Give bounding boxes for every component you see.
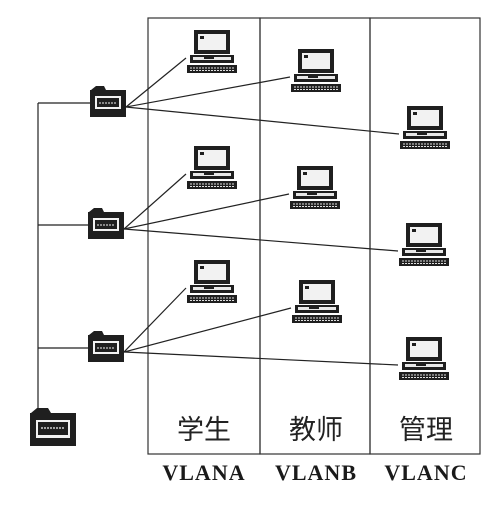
link-switch-3-zone-3 bbox=[123, 351, 399, 366]
computer-icon-students-2 bbox=[186, 145, 238, 190]
switch-icon-1 bbox=[89, 85, 127, 118]
zone-box-teachers bbox=[259, 17, 371, 455]
vlan-label-c: VLANC bbox=[384, 460, 468, 485]
router-icon bbox=[29, 407, 77, 447]
link-switch-2-zone-3 bbox=[123, 228, 399, 252]
computer-icon-teachers-3 bbox=[291, 279, 343, 324]
zone-label-management: 管理 bbox=[399, 415, 453, 446]
vlan-label-b: VLANB bbox=[274, 460, 357, 485]
computer-icon-teachers-2 bbox=[289, 165, 341, 210]
computer-icon-students-3 bbox=[186, 259, 238, 304]
links-layer bbox=[37, 57, 400, 408]
link-switch-2-zone-2 bbox=[123, 193, 290, 230]
link-switch-3-zone-1 bbox=[123, 287, 187, 353]
link-switch-3-zone-2 bbox=[123, 307, 292, 353]
switch-icon-2 bbox=[87, 207, 125, 240]
computer-icon-teachers-1 bbox=[290, 48, 342, 93]
zone-box-management bbox=[369, 17, 481, 455]
zone-label-students: 学生 bbox=[177, 415, 231, 446]
link-switch-1-zone-3 bbox=[125, 106, 400, 135]
zone-label-teachers: 教师 bbox=[289, 415, 343, 446]
computer-icon-management-2 bbox=[398, 222, 450, 267]
link-switch-1-zone-2 bbox=[125, 76, 291, 108]
vlan-label-a: VLANA bbox=[162, 460, 246, 485]
computer-icon-management-3 bbox=[398, 336, 450, 381]
link-switch-1-zone-1 bbox=[125, 57, 187, 108]
computer-icon-management-1 bbox=[399, 105, 451, 150]
switch-icon-3 bbox=[87, 330, 125, 363]
link-switch-2-zone-1 bbox=[123, 173, 187, 230]
computer-icon-students-1 bbox=[186, 29, 238, 74]
